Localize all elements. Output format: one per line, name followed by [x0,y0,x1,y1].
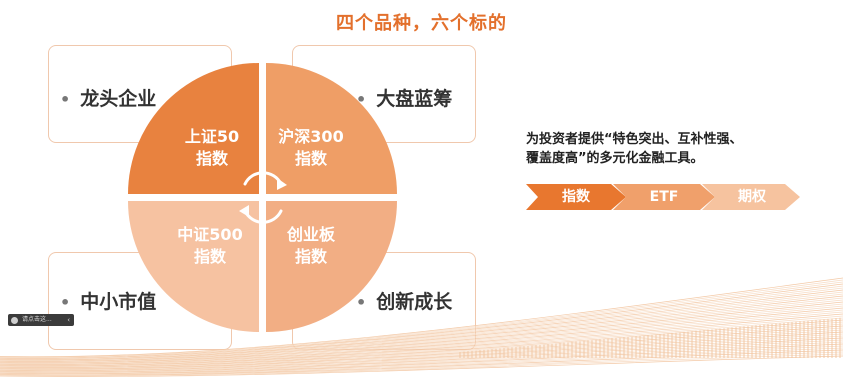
quadrant-sub: 指数 [294,247,327,266]
chevron-label-etf: ETF [649,189,679,205]
deco-line [0,317,843,368]
deco-line [0,313,843,367]
deco-line [0,311,843,366]
deco-line [0,305,843,365]
deco-line [0,277,843,358]
card-label-top-right: •大盘蓝筹 [356,88,453,110]
deco-line [0,281,843,359]
quadrant-label-top-left: 上证50 指数 [152,126,272,170]
card-label-bottom-left: •中小市值 [60,291,157,313]
deco-line [0,279,843,358]
deco-line [0,301,843,364]
quadrant-sub: 指数 [294,149,327,168]
card-text: 龙头企业 [80,88,157,110]
quadrant-label-top-right: 沪深300 指数 [251,126,371,170]
deco-line [0,303,843,364]
overlay-text: 请点击这... [22,316,52,323]
card-text: 中小市值 [80,291,157,313]
deco-line [0,299,843,363]
quadrant-bottom-left [128,201,259,332]
quadrant-label-bottom-right: 创业板 指数 [251,224,371,268]
card-label-top-left: •龙头企业 [60,88,157,110]
deco-line [0,309,843,366]
card-text: 大盘蓝筹 [376,88,453,110]
quadrant-top-left [128,63,259,194]
chevron-label-options: 期权 [738,189,766,205]
quadrant-sub: 指数 [193,247,226,266]
deco-line [0,287,843,360]
deco-line [0,291,843,361]
quadrant-name: 创业板 [286,225,335,244]
deco-line [0,353,843,377]
deco-line [0,283,843,359]
deco-line [0,293,843,362]
card-label-bottom-right: •创新成长 [356,291,453,313]
chevron-options [702,184,800,210]
chevron-left-icon[interactable]: ‹ [67,316,70,324]
deco-line [0,315,843,367]
quadrant-name: 中证500 [177,225,243,244]
description-line-2: 覆盖度高”的多元化金融工具。 [526,151,704,166]
deco-line [0,307,843,365]
overlay-control-bar[interactable]: 请点击这... ‹ [8,314,74,326]
quadrant-sub: 指数 [195,149,228,168]
deco-line [0,295,843,362]
page-title: 四个品种，六个标的 [336,13,507,34]
chevron-etf [613,184,715,210]
quadrant-bottom-right [266,201,397,332]
record-icon [11,316,18,324]
quadrant-name: 沪深300 [278,127,344,146]
deco-line [0,355,843,377]
deco-line [0,285,843,360]
chevron-index [526,184,626,210]
description-text: 为投资者提供“特色突出、互补性强、 覆盖度高”的多元化金融工具。 [526,130,743,168]
chevron-label-index: 指数 [562,189,590,205]
card-text: 创新成长 [376,291,453,313]
quadrant-label-bottom-left: 中证500 指数 [150,224,270,268]
quadrant-top-right [266,63,397,194]
description-line-1: 为投资者提供“特色突出、互补性强、 [526,132,743,147]
deco-line [0,289,843,361]
deco-line [0,297,843,363]
quadrant-name: 上证50 [184,127,240,146]
